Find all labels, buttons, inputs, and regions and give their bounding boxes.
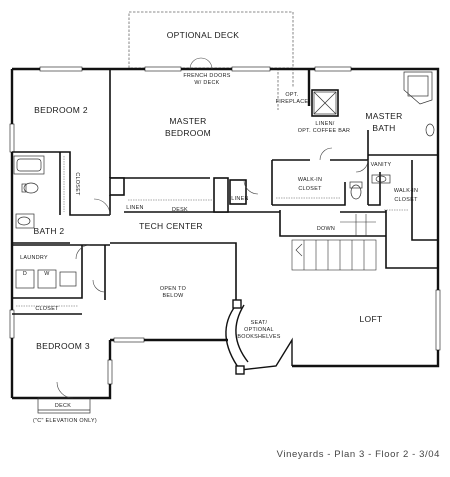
label-desk: DESK xyxy=(172,207,188,213)
label-tech-center: TECH CENTER xyxy=(139,221,203,231)
label-walkin-closet-b-2: CLOSET xyxy=(394,197,418,203)
label-closet-laundry: CLOSET xyxy=(35,306,59,312)
label-down: DOWN xyxy=(317,226,335,232)
label-bedroom-3: BEDROOM 3 xyxy=(36,341,90,351)
label-master-bath-2: BATH xyxy=(372,123,395,133)
label-bedroom-2: BEDROOM 2 xyxy=(34,105,88,115)
label-laundry: LAUNDRY xyxy=(20,255,48,261)
label-walkin-closet-a-1: WALK-IN xyxy=(298,177,322,183)
closet-rods xyxy=(16,156,408,307)
label-linen: LINEN/ xyxy=(315,121,334,127)
label-open-to-below-2: BELOW xyxy=(163,293,185,299)
label-seat-3: BOOKSHELVES xyxy=(237,334,280,340)
label-opt-fireplace-1: OPT. xyxy=(285,92,298,98)
label-linen-b: LINEN xyxy=(231,196,248,202)
seat-bay xyxy=(225,299,293,375)
windows xyxy=(9,66,441,385)
label-bath-2: BATH 2 xyxy=(34,226,65,236)
master-bath-fixtures xyxy=(313,71,435,200)
plan-caption: Vineyards - Plan 3 - Floor 2 - 3/04 xyxy=(277,449,440,460)
small-deck xyxy=(37,397,91,414)
label-opt-coffee-bar: OPT. COFFEE BAR xyxy=(298,128,350,134)
laundry-appliances xyxy=(15,269,77,289)
staircase xyxy=(291,214,377,271)
label-master-bath-1: MASTER xyxy=(365,111,402,121)
label-walkin-closet-b-1: WALK-IN xyxy=(394,188,418,194)
label-seat-2: OPTIONAL xyxy=(244,327,274,333)
label-optional-deck: OPTIONAL DECK xyxy=(167,30,240,40)
doors xyxy=(56,147,369,399)
interior-walls xyxy=(12,69,438,315)
label-seat-1: SEAT/ xyxy=(251,320,268,326)
label-french-doors-2: W/ DECK xyxy=(194,80,219,86)
label-elevation-note: ("C" ELEVATION ONLY) xyxy=(33,418,97,424)
label-closet-bath-2: CLOSET xyxy=(74,172,80,196)
label-walkin-closet-a-2: CLOSET xyxy=(298,186,322,192)
label-vanity: VANITY xyxy=(371,162,392,168)
label-open-to-below-1: OPEN TO xyxy=(160,286,186,292)
label-dryer: D xyxy=(23,271,27,277)
label-deck: DECK xyxy=(55,403,71,409)
label-loft: LOFT xyxy=(360,314,383,324)
bath-2-fixtures xyxy=(13,155,45,229)
label-master-bedroom-2: BEDROOM xyxy=(165,128,211,138)
label-linen-a: LINEN xyxy=(126,205,143,211)
label-washer: W xyxy=(44,271,50,277)
column-blocks xyxy=(109,177,247,213)
label-opt-fireplace-2: FIREPLACE xyxy=(276,99,309,105)
french-doors xyxy=(189,57,213,70)
label-master-bedroom-1: MASTER xyxy=(169,116,206,126)
optional-deck-outline xyxy=(128,11,294,110)
label-french-doors-1: FRENCH DOORS xyxy=(183,73,230,79)
